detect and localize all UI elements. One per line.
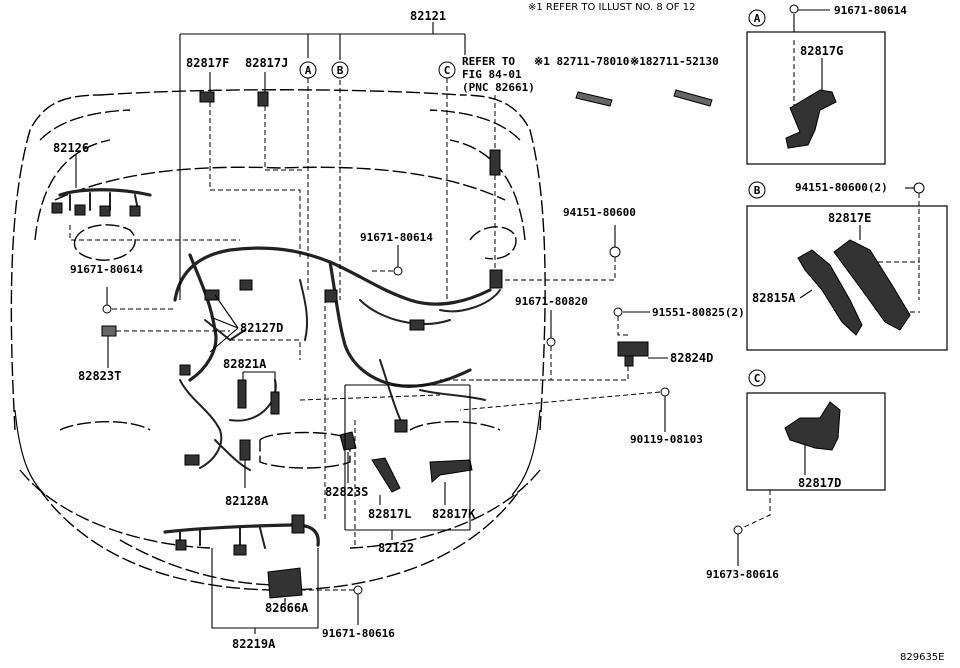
- inset-c-marker: C: [754, 372, 761, 385]
- label-b-82817E: 82817E: [828, 211, 871, 225]
- label-b-94151-80600: 94151-80600(2): [795, 181, 888, 194]
- inset-a-marker: A: [754, 12, 761, 25]
- main-harness-wires: [58, 188, 501, 551]
- refer-note-line-2: FIG 84-01: [462, 68, 522, 81]
- label-82121: 82121: [410, 9, 446, 23]
- marker-b: B: [337, 64, 344, 77]
- label-82126: 82126: [53, 141, 89, 155]
- label-82711-52130: ※182711-52130: [630, 55, 719, 68]
- label-82817L: 82817L: [368, 507, 411, 521]
- part-labels: ※1 REFER TO ILLUST NO. 8 OF 12 82121 828…: [53, 2, 945, 663]
- label-82219A: 82219A: [232, 637, 276, 651]
- inset-b: [746, 187, 948, 351]
- inset-b-marker: B: [754, 184, 761, 197]
- label-a-91671-80614: 91671-80614: [834, 4, 907, 17]
- label-a-82817G: 82817G: [800, 44, 843, 58]
- label-91671-80614-left: 91671-80614: [70, 263, 143, 276]
- label-90119-08103: 90119-08103: [630, 433, 703, 446]
- figure-id: 829635E: [900, 652, 945, 663]
- label-82817K: 82817K: [432, 507, 476, 521]
- illust-note: ※1 REFER TO ILLUST NO. 8 OF 12: [528, 2, 695, 13]
- label-82824D: 82824D: [670, 351, 713, 365]
- label-91671-80614-mid: 91671-80614: [360, 231, 433, 244]
- label-94151-80600: 94151-80600: [563, 206, 636, 219]
- inset-c: [746, 392, 886, 491]
- label-c-82817D: 82817D: [798, 476, 841, 490]
- label-82666A: 82666A: [265, 601, 309, 615]
- car-body-outline: [10, 89, 546, 591]
- label-91671-80820: 91671-80820: [515, 295, 588, 308]
- refer-note-line-3: (PNC 82661): [462, 81, 535, 94]
- label-82122: 82122: [378, 541, 414, 555]
- label-91551-80825: 91551-80825(2): [652, 306, 745, 319]
- label-82817F: 82817F: [186, 56, 229, 70]
- marker-a: A: [305, 64, 312, 77]
- section-markers: A B C A B C: [299, 9, 766, 387]
- leader-lines: [69, 22, 771, 634]
- label-91673-80616: 91673-80616: [706, 568, 779, 581]
- label-82128A: 82128A: [225, 494, 269, 508]
- inset-a: [746, 9, 886, 165]
- label-82823S: 82823S: [325, 485, 368, 499]
- connectors: [51, 89, 713, 599]
- bolts: [102, 4, 925, 595]
- label-82711-78010: ※1 82711-78010: [534, 55, 629, 68]
- label-82821A: 82821A: [223, 357, 267, 371]
- label-b-82815A: 82815A: [752, 291, 796, 305]
- label-91671-80616: 91671-80616: [322, 627, 395, 640]
- label-82823T: 82823T: [78, 369, 121, 383]
- label-82817J: 82817J: [245, 56, 288, 70]
- refer-note-line-1: REFER TO: [462, 55, 515, 68]
- marker-c: C: [444, 64, 451, 77]
- label-82127D: 82127D: [240, 321, 283, 335]
